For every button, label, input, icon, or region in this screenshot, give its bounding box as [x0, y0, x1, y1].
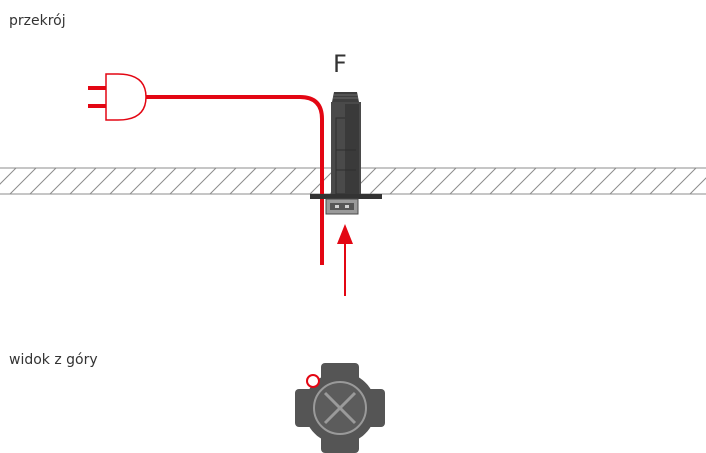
hatch-line: [629, 168, 657, 194]
hatch-line: [69, 168, 97, 194]
hatch-line: [589, 168, 617, 194]
hatch-line: [149, 168, 177, 194]
hatch-line: [469, 168, 497, 194]
hatch-line: [649, 168, 677, 194]
cable-entry-marker: [306, 374, 320, 388]
hatch-line: [9, 168, 37, 194]
hatch-line: [609, 168, 637, 194]
hatch-line: [129, 168, 157, 194]
hatch-line: [289, 168, 317, 194]
hatch-line: [49, 168, 77, 194]
arrow-up-icon: [337, 224, 353, 296]
hatch-line: [29, 168, 57, 194]
hatch-line: [109, 168, 137, 194]
hatch-line: [449, 168, 477, 194]
device-marker-letter: F: [333, 50, 347, 78]
hatch-line: [269, 168, 297, 194]
hatch-line: [429, 168, 457, 194]
top-view-label: widok z góry: [9, 352, 98, 368]
hatch-line: [509, 168, 537, 194]
floor-outlet-device: [310, 92, 382, 215]
hatch-line: [0, 168, 17, 185]
hatch-line: [189, 168, 217, 194]
hatch-line: [409, 168, 437, 194]
hatch-line: [489, 168, 517, 194]
hatch-line: [389, 168, 417, 194]
top-view-cross-icon: [277, 345, 403, 453]
hatch-line: [229, 168, 257, 194]
hatch-line: [689, 177, 706, 194]
hatch-line: [529, 168, 557, 194]
hatch-line: [669, 168, 697, 194]
hatch-line: [209, 168, 237, 194]
hatch-line: [169, 168, 197, 194]
hatch-line: [369, 168, 397, 194]
hatch-line: [89, 168, 117, 194]
power-cable: [146, 95, 324, 265]
hatch-line: [569, 168, 597, 194]
section-view-label: przekrój: [9, 13, 66, 29]
power-plug-icon: [88, 73, 147, 121]
hatch-line: [249, 168, 277, 194]
hatch-line: [549, 168, 577, 194]
